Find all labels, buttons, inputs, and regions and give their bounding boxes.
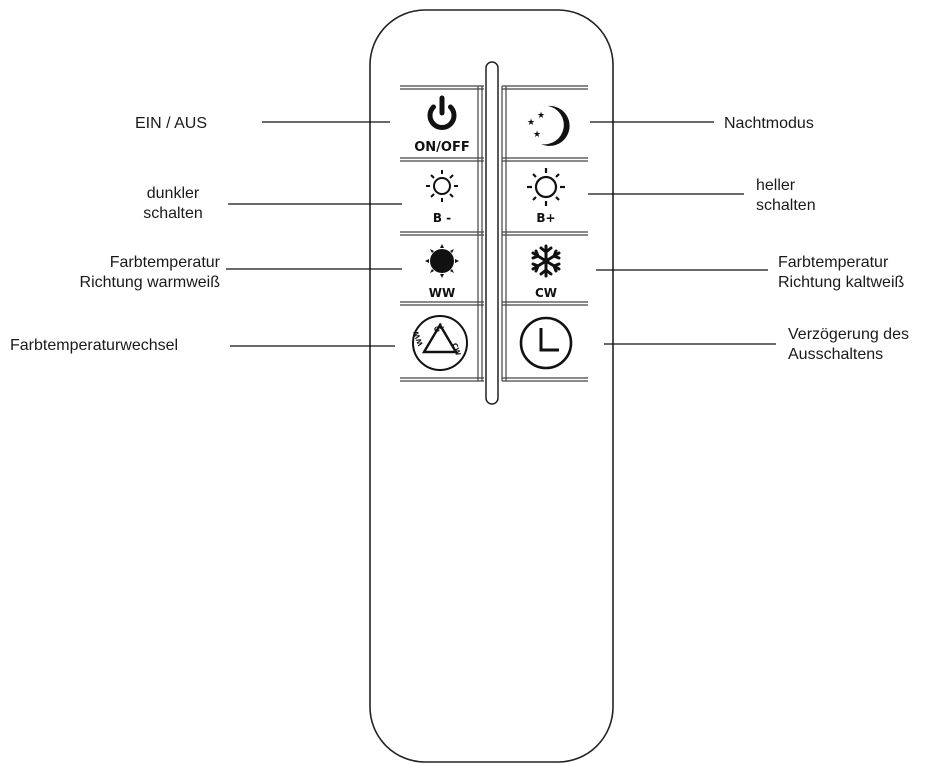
label-dim-line-1: dunkler [146,185,200,202]
label-timer-line-1: Verzögerung des [788,326,909,343]
svg-text:★: ★ [537,111,545,121]
warm-sun-icon [425,244,459,278]
label-on-off-line-1: EIN / AUS [135,115,208,132]
button-grid [400,85,588,382]
bright-caption: B+ [536,211,555,225]
label-bright-line-1: heller [756,177,796,194]
power-icon [427,95,457,130]
on-off-button[interactable]: ON/OFF [414,95,470,155]
label-cycle: Farbtemperaturwechsel [10,336,178,356]
label-timer-line-2: Ausschaltens [788,346,884,363]
label-dim-line-2: schalten [143,205,203,222]
svg-text:★: ★ [527,118,535,128]
label-timer: Verzögerung des Ausschaltens [788,325,909,365]
label-night-line-1: Nachtmodus [724,115,814,132]
svg-text:★: ★ [533,130,541,140]
timer-button[interactable] [519,316,573,370]
warm-white-button[interactable]: WW [425,244,459,300]
center-divider [485,61,499,405]
label-on-off: EIN / AUS [135,114,207,134]
cw-caption: CW [535,286,557,300]
snowflake-icon [531,244,561,278]
label-night: Nachtmodus [724,114,814,134]
label-cw: Farbtemperatur Richtung kaltweiß [778,253,904,293]
cold-white-button[interactable]: CW [531,244,561,300]
label-cycle-line-1: Farbtemperaturwechsel [10,337,179,354]
dim-caption: B - [433,211,451,225]
bright-button[interactable]: B+ [527,168,565,225]
clock-icon [519,316,573,370]
dim-button[interactable]: B - [426,170,458,225]
sun-icon [527,168,565,206]
label-bright: heller schalten [756,176,816,216]
on-off-caption: ON/OFF [414,140,470,155]
label-ww: Farbtemperatur Richtung warmweiß [20,253,220,293]
label-ww-line-2: Richtung warmweiß [79,274,220,291]
callout-lines [226,121,776,347]
sun-small-icon [426,170,458,202]
moon-stars-icon: ★ ★ ★ [527,105,570,146]
night-mode-button[interactable]: ★ ★ ★ [527,105,570,146]
label-cw-line-2: Richtung kaltweiß [778,274,905,291]
ww-caption: WW [429,286,455,300]
label-dim: dunkler schalten [118,184,228,224]
label-cw-line-1: Farbtemperatur [778,254,889,271]
label-bright-line-2: schalten [756,197,816,214]
label-ww-line-1: Farbtemperatur [109,254,220,271]
